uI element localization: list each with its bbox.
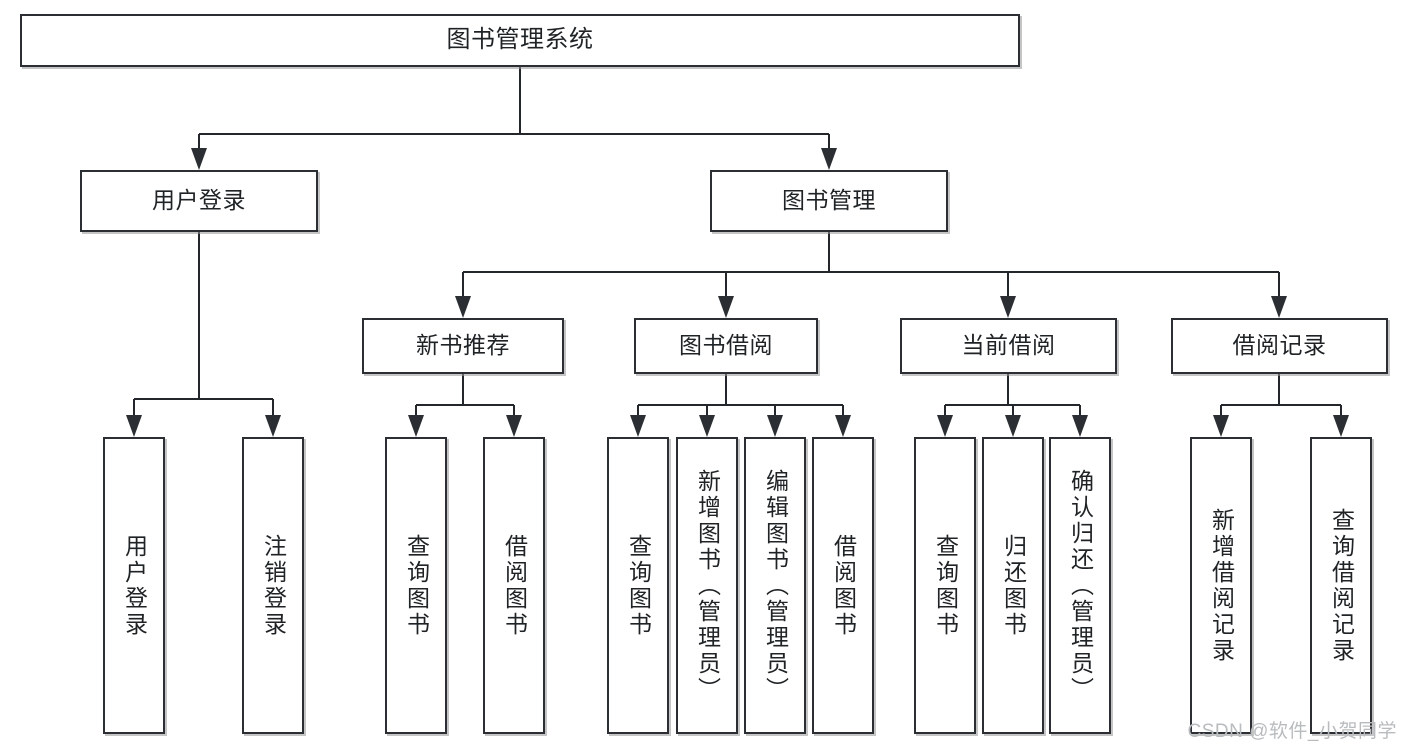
node-label: 查询借阅记录: [1328, 507, 1355, 664]
node-label: 用户登录: [152, 187, 246, 214]
arrow-borrow: [718, 296, 734, 318]
leaf-newbook-borrow-book[interactable]: 借阅图书: [483, 437, 545, 734]
arrow-record: [1271, 296, 1287, 318]
arrow-leaf-logout: [265, 415, 281, 437]
node-label: 用户登录: [121, 533, 148, 638]
node-root-book-management-system[interactable]: 图书管理系统: [20, 14, 1020, 67]
leaf-borrow-borrow-book[interactable]: 借阅图书: [812, 437, 874, 734]
leaf-newbook-query-book[interactable]: 查询图书: [385, 437, 447, 734]
node-label: 新增借阅记录: [1208, 507, 1235, 664]
leaf-logout[interactable]: 注销登录: [242, 437, 304, 734]
arrow-borrow-leaf-3: [767, 415, 783, 437]
arrow-newbook-leaf-2: [506, 415, 522, 437]
node-current-borrow[interactable]: 当前借阅: [900, 318, 1117, 374]
node-user-login[interactable]: 用户登录: [80, 170, 318, 232]
node-label: 查询图书: [403, 533, 430, 638]
arrow-current-leaf-1: [937, 415, 953, 437]
arrow-current: [1000, 296, 1016, 318]
node-label: 注销登录: [260, 533, 287, 638]
node-label: 图书借阅: [679, 332, 773, 359]
leaf-borrow-edit-book-admin[interactable]: 编辑图书（管理员）: [744, 437, 806, 734]
node-label: 新书推荐: [416, 332, 510, 359]
node-label: 编辑图书（管理员）: [762, 468, 789, 703]
arrow-book-manage: [821, 148, 837, 170]
arrow-leaf-user-login: [126, 415, 142, 437]
node-label: 图书管理系统: [446, 26, 594, 54]
arrow-borrow-leaf-4: [835, 415, 851, 437]
arrow-record-leaf-1: [1213, 415, 1229, 437]
node-label: 借阅图书: [830, 533, 857, 638]
arrow-newbook: [455, 296, 471, 318]
arrow-borrow-leaf-2: [699, 415, 715, 437]
node-new-book-recommend[interactable]: 新书推荐: [362, 318, 564, 374]
node-label: 借阅图书: [501, 533, 528, 638]
leaf-current-query-book[interactable]: 查询图书: [914, 437, 976, 734]
node-label: 图书管理: [782, 187, 876, 214]
arrow-current-leaf-2: [1005, 415, 1021, 437]
node-label: 确认归还（管理员）: [1067, 468, 1094, 703]
node-label: 借阅记录: [1232, 332, 1327, 359]
leaf-borrow-query-book[interactable]: 查询图书: [607, 437, 669, 734]
leaf-record-query-record[interactable]: 查询借阅记录: [1310, 437, 1372, 734]
leaf-current-confirm-return-admin[interactable]: 确认归还（管理员）: [1049, 437, 1111, 734]
node-label: 查询图书: [932, 533, 959, 638]
node-book-management[interactable]: 图书管理: [710, 170, 948, 232]
leaf-user-login[interactable]: 用户登录: [103, 437, 165, 734]
arrow-borrow-leaf-1: [630, 415, 646, 437]
node-book-borrow[interactable]: 图书借阅: [634, 318, 818, 374]
leaf-current-return-book[interactable]: 归还图书: [982, 437, 1044, 734]
arrow-current-leaf-3: [1072, 415, 1088, 437]
arrow-user-login: [191, 148, 207, 170]
node-label: 查询图书: [625, 533, 652, 638]
arrow-record-leaf-2: [1333, 415, 1349, 437]
node-label: 当前借阅: [961, 332, 1056, 359]
node-label: 新增图书（管理员）: [694, 468, 721, 703]
node-borrow-record[interactable]: 借阅记录: [1171, 318, 1388, 374]
arrow-newbook-leaf-1: [408, 415, 424, 437]
leaf-borrow-add-book-admin[interactable]: 新增图书（管理员）: [676, 437, 738, 734]
node-label: 归还图书: [1000, 533, 1027, 638]
leaf-record-add-record[interactable]: 新增借阅记录: [1190, 437, 1252, 734]
